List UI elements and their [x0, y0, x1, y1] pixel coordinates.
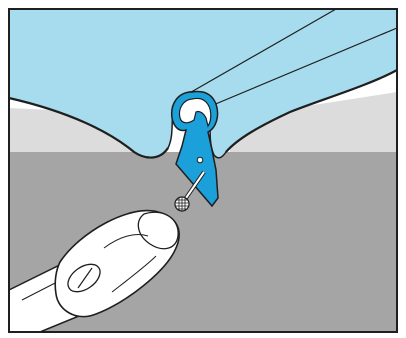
membrane-right-edge: [225, 69, 398, 153]
wall-band: [9, 92, 397, 152]
clip-hook-opening: [178, 97, 212, 128]
frame-border: [8, 8, 398, 333]
membrane-fold-line-2: [205, 27, 398, 109]
hammer-face: [137, 211, 179, 250]
hammer-eye: [67, 263, 101, 293]
mounting-clip: [170, 90, 219, 208]
clip-hole: [196, 156, 204, 164]
membrane-fold-line-1: [185, 8, 337, 96]
membrane-left-edge: [8, 96, 169, 159]
nail: [174, 170, 206, 212]
hammer: [8, 209, 180, 333]
